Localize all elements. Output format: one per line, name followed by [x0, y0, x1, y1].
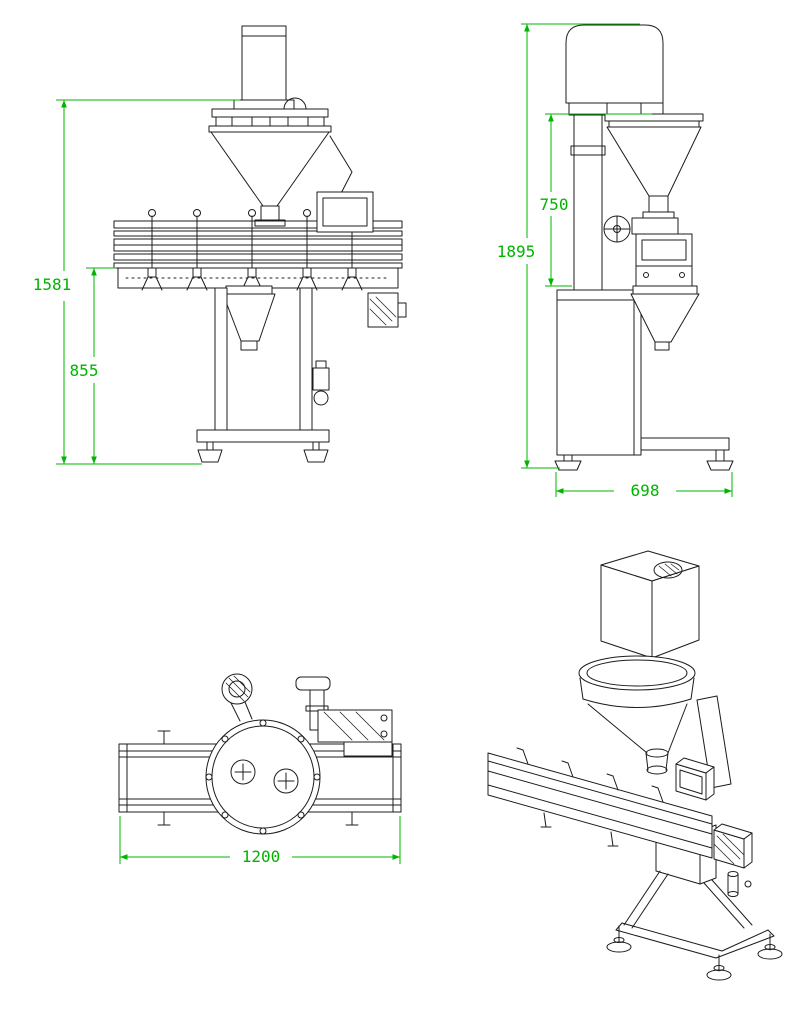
stand-front: [196, 287, 330, 463]
top-view-dimensions: 1200: [119, 816, 401, 866]
conveyor-motor-front: [367, 292, 407, 328]
stand-iso: [606, 870, 783, 981]
isometric-view: [487, 550, 783, 981]
bag-clamp-posts-front: [141, 209, 363, 291]
control-panel-front: [316, 191, 374, 233]
cabinet-side: [554, 289, 734, 471]
drive-head-iso: [600, 550, 700, 659]
top-view: [118, 673, 402, 835]
support-column-side: [568, 102, 608, 291]
front-view: [113, 25, 407, 463]
auger-drive-side: [603, 215, 693, 289]
side-base-depth-label: 698: [631, 481, 660, 500]
discharge-funnel-side: [630, 285, 700, 351]
conveyor-front: [113, 220, 403, 289]
conveyor-motor-iso: [713, 823, 753, 897]
conveyor-iso: [487, 747, 713, 859]
auger-filler-front: [208, 25, 353, 227]
side-view: [554, 24, 734, 471]
drive-motor-top: [317, 709, 393, 757]
front-overall-height-label: 1581: [33, 275, 72, 294]
drive-housing-side: [565, 24, 664, 117]
discharge-funnel-front: [222, 285, 276, 351]
air-regulator-front: [312, 360, 330, 406]
side-overall-height-label: 1895: [497, 242, 536, 261]
top-length-label: 1200: [242, 847, 281, 866]
filler-body-top: [205, 719, 321, 835]
front-view-dimensions: 1581 855: [33, 99, 240, 465]
side-view-dimensions: 1895 750 698: [497, 23, 733, 500]
fan-grille-top: [221, 673, 253, 722]
side-filler-height-label: 750: [540, 195, 569, 214]
hopper-side: [604, 113, 704, 219]
front-conveyor-height-label: 855: [70, 361, 99, 380]
control-panel-iso: [675, 757, 715, 801]
hopper-iso: [578, 655, 696, 775]
